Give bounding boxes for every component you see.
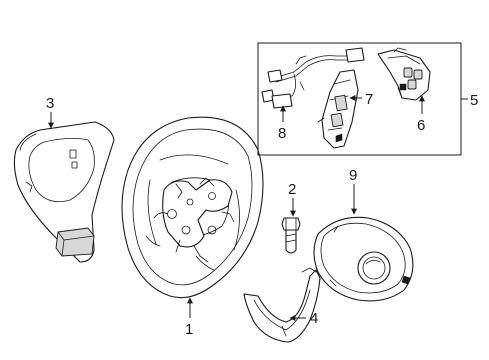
callout-1: 1 [185, 321, 193, 338]
callout-8: 8 [278, 125, 286, 142]
leader-lines [48, 95, 468, 321]
callout-5: 5 [470, 92, 478, 109]
callout-6: 6 [417, 117, 425, 134]
callout-9: 9 [349, 167, 357, 184]
right-switch-part [377, 47, 431, 101]
airbag-module-part [313, 216, 414, 302]
wiring-harness-part [261, 47, 365, 109]
callout-3: 3 [46, 95, 54, 112]
callout-4: 4 [310, 310, 318, 327]
lower-bezel-part [243, 267, 321, 343]
rear-cover-part [13, 121, 115, 263]
steering-wheel-part [121, 116, 264, 299]
callout-7: 7 [365, 91, 373, 108]
left-switch-part [317, 69, 359, 149]
bolt-part [281, 217, 301, 254]
callout-2: 2 [288, 181, 296, 198]
